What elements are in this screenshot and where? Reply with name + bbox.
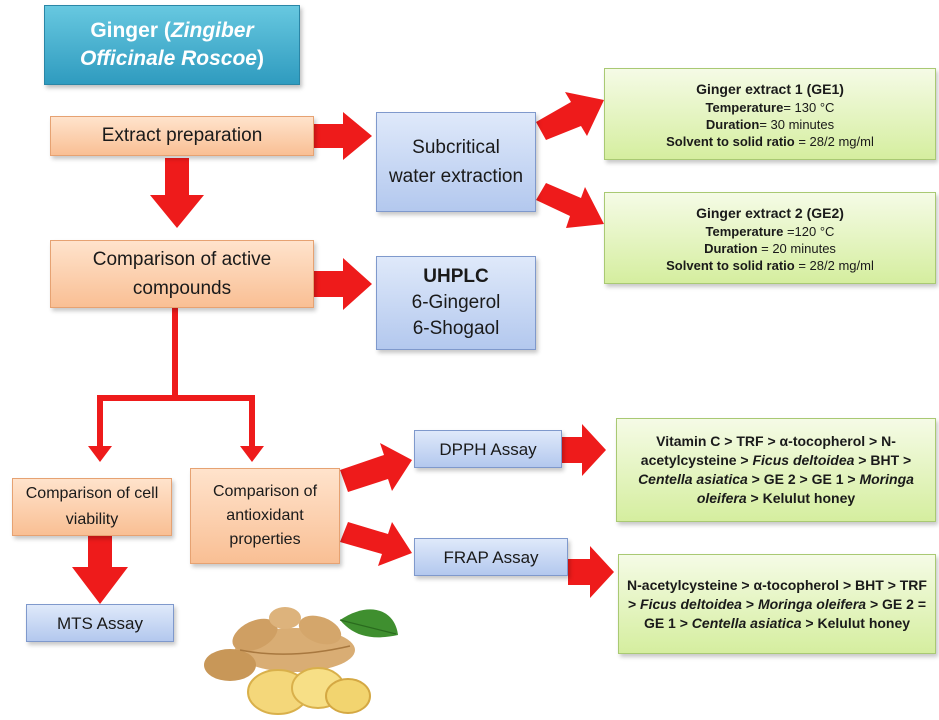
arrow-frap-to-rank bbox=[568, 546, 614, 598]
comparison-cell-viability-box: Comparison of cell viability bbox=[12, 478, 172, 536]
ginger-rhizome-icon bbox=[204, 607, 355, 681]
mts-label: MTS Assay bbox=[57, 613, 143, 633]
uhplc-title: UHPLC bbox=[423, 266, 489, 287]
uhplc-box: UHPLC 6-Gingerol 6-Shogaol bbox=[376, 256, 536, 350]
title-text: Ginger (Zingiber Officinale Roscoe) bbox=[79, 19, 264, 70]
subcritical-water-extraction-box: Subcritical water extraction bbox=[376, 112, 536, 212]
ranking-segment: Vitamin C > TRF > α-tocopherol > N-acety… bbox=[640, 433, 896, 468]
arrow-active-to-uhplc bbox=[314, 258, 372, 310]
ranking-segment: Centella asiatica bbox=[691, 614, 802, 631]
ge1-ratio: Solvent to solid ratio = 28/2 mg/ml bbox=[666, 133, 874, 149]
comparison-active-compounds-box: Comparison of active compounds bbox=[50, 240, 314, 308]
dpph-ranking-text: Vitamin C > TRF > α-tocopherol > N-acety… bbox=[617, 432, 935, 508]
mts-assay-box: MTS Assay bbox=[26, 604, 174, 642]
subcritical-label: Subcritical water extraction bbox=[388, 137, 524, 187]
uhplc-6-gingerol: 6-Gingerol bbox=[411, 292, 501, 313]
arrow-prep-to-swe bbox=[314, 112, 372, 160]
ranking-segment: > GE 2 = GE 1 > bbox=[643, 595, 927, 631]
ranking-segment: Moringa oleifera bbox=[696, 471, 914, 506]
ge2-ratio: Solvent to solid ratio = 28/2 mg/ml bbox=[666, 257, 874, 273]
arrow-swe-to-ge1 bbox=[536, 92, 604, 140]
ge2-heading: Ginger extract 2 (GE2) bbox=[696, 204, 844, 221]
ranking-segment: Centella asiatica bbox=[638, 471, 748, 487]
ranking-segment: Ficus deltoidea bbox=[640, 595, 742, 612]
ginger-slice-icon bbox=[247, 667, 371, 715]
arrow-antiox-to-frap bbox=[340, 522, 412, 566]
ranking-segment: > GE 2 > GE 1 > bbox=[747, 471, 860, 487]
ginger-extract-2-box: Ginger extract 2 (GE2) Temperature =120 … bbox=[604, 192, 936, 284]
dpph-label: DPPH Assay bbox=[439, 439, 537, 459]
comparison-antioxidant-box: Comparison of antioxidant properties bbox=[190, 468, 340, 564]
comparison-active-label: Comparison of active compounds bbox=[92, 249, 272, 299]
dpph-ranking-box: Vitamin C > TRF > α-tocopherol > N-acety… bbox=[616, 418, 936, 522]
ginger-leaf-icon bbox=[339, 609, 398, 638]
ge1-heading: Ginger extract 1 (GE1) bbox=[696, 80, 844, 97]
arrow-prep-down bbox=[150, 158, 204, 228]
extract-preparation-label: Extract preparation bbox=[101, 125, 263, 146]
ranking-segment: > bbox=[741, 595, 758, 612]
ge1-duration: Duration= 30 minutes bbox=[705, 116, 835, 132]
ginger-extract-1-box: Ginger extract 1 (GE1) Temperature= 130 … bbox=[604, 68, 936, 160]
arrow-antiox-to-dpph bbox=[340, 443, 412, 492]
arrow-dpph-to-rank bbox=[562, 424, 606, 476]
frap-ranking-box: N-acetylcysteine > α-tocopherol > BHT > … bbox=[618, 554, 936, 654]
ranking-segment: > Kelulut honey bbox=[801, 614, 911, 631]
ranking-segment: > BHT > bbox=[854, 452, 912, 468]
dpph-assay-box: DPPH Assay bbox=[414, 430, 562, 468]
cell-viability-label: Comparison of cell viability bbox=[25, 485, 159, 528]
antioxidant-label: Comparison of antioxidant properties bbox=[212, 483, 318, 548]
ranking-segment: > Kelulut honey bbox=[746, 490, 856, 506]
ranking-segment: Moringa oleifera bbox=[757, 595, 867, 612]
extract-preparation-box: Extract preparation bbox=[50, 116, 314, 156]
frap-assay-box: FRAP Assay bbox=[414, 538, 568, 576]
ranking-segment: Ficus deltoidea bbox=[752, 452, 855, 468]
ge2-duration: Duration = 20 minutes bbox=[704, 240, 836, 256]
ge2-temperature: Temperature =120 °C bbox=[705, 223, 835, 239]
frap-ranking-text: N-acetylcysteine > α-tocopherol > BHT > … bbox=[619, 576, 935, 633]
arrow-swe-to-ge2 bbox=[536, 183, 604, 228]
frap-label: FRAP Assay bbox=[443, 547, 539, 567]
title-box: Ginger (Zingiber Officinale Roscoe) bbox=[44, 5, 300, 85]
ge1-temperature: Temperature= 130 °C bbox=[705, 99, 835, 115]
arrowhead-to-antioxidant bbox=[240, 446, 264, 462]
arrowhead-to-cell-viability bbox=[88, 446, 112, 462]
uhplc-6-shogaol: 6-Shogaol bbox=[412, 318, 500, 339]
ranking-segment: N-acetylcysteine > α-tocopherol > BHT > … bbox=[627, 576, 927, 612]
arrow-cell-to-mts bbox=[72, 536, 128, 604]
ginger-root-image bbox=[204, 607, 398, 715]
